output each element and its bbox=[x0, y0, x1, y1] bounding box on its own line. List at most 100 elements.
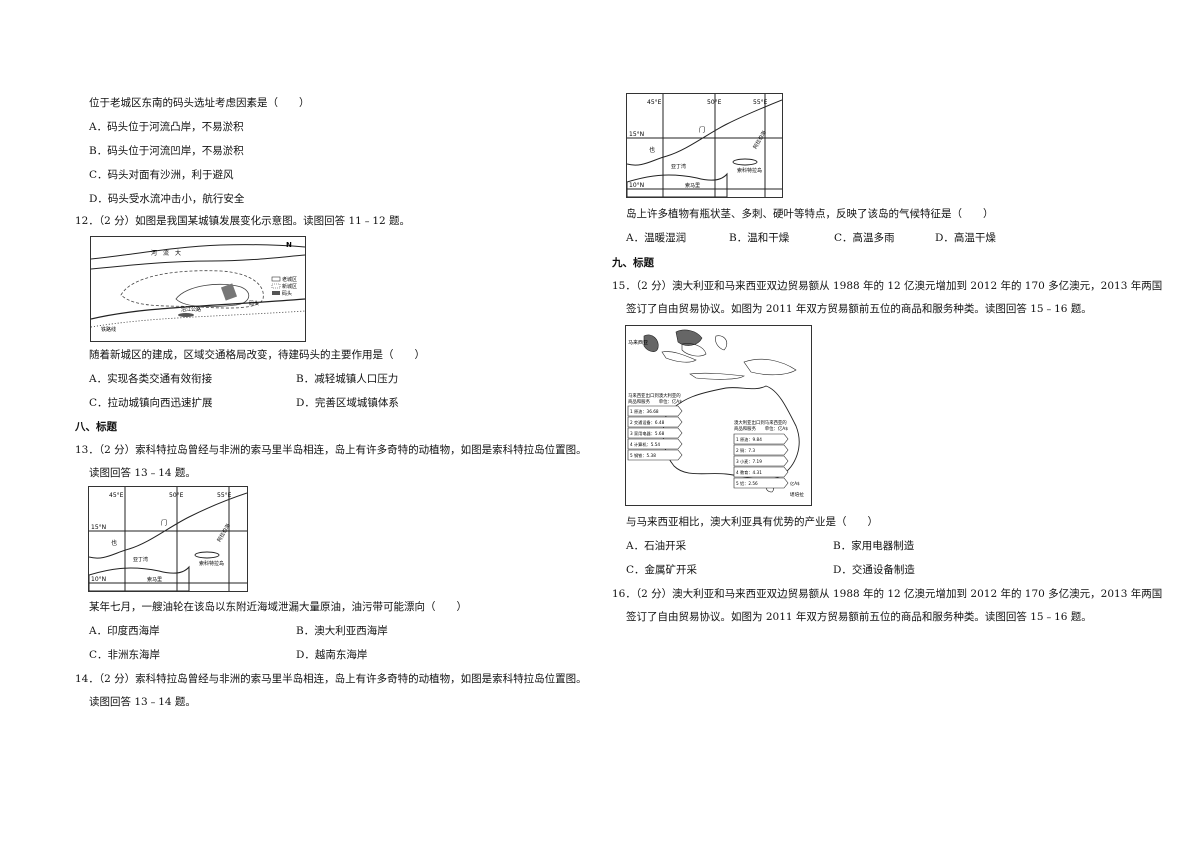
box1-item-1: 1 原油：36.68 bbox=[630, 408, 659, 415]
q12-option-d: D．完善区域城镇体系 bbox=[296, 397, 399, 409]
legend-new-label: 新城区 bbox=[282, 283, 297, 290]
town-development-map: 河 流 大 铁路线 沿江公路 码头 N 老城区 新城区 码头 bbox=[90, 236, 306, 342]
q13-option-b: B．澳大利亚西海岸 bbox=[296, 625, 388, 637]
socotra-map-2: 45°E 50°E 55°E 15°N 10°N 也 门 亚丁湾 索科特拉岛 索… bbox=[626, 93, 783, 198]
new-town-outline bbox=[120, 270, 264, 309]
socotra-map-1: 45°E 50°E 55°E 15°N 10°N 也 门 亚丁湾 索科特拉岛 索… bbox=[88, 486, 248, 592]
socotra-label-2: 索科特拉岛 bbox=[737, 167, 762, 174]
q11-option-b: B．码头位于河流凹岸，不易淤积 bbox=[89, 145, 244, 157]
box2-item-3: 3 小麦：7.19 bbox=[736, 458, 762, 465]
trade-map: 马来西亚 马来西亚出口到澳大利亚的 商品和服务 单位：亿A$ 1 原油：36.6… bbox=[625, 325, 812, 506]
q14-option-a: A．温暖湿润 bbox=[626, 232, 687, 244]
somali-coast-2 bbox=[627, 172, 728, 197]
q13-stem-line2: 读图回答 13﹣14 题。 bbox=[89, 467, 196, 479]
q15-stem-line2: 签订了自由贸易协议。如图为 2011 年双方贸易额前五位的商品和服务种类。读图回… bbox=[626, 303, 1092, 315]
somalia-label: 索马里 bbox=[147, 576, 162, 583]
q13-stem-line1: 13．（2 分）索科特拉岛曾经与非洲的索马里半岛相连，岛上有许多奇特的动植物，如… bbox=[75, 444, 587, 456]
box1-item-3: 3 家用电器：5.68 bbox=[630, 430, 665, 437]
old-town-block bbox=[220, 283, 238, 301]
lon-50-label: 50°E bbox=[169, 492, 184, 499]
q13-option-a: A．印度西海岸 bbox=[89, 625, 160, 637]
arabian-coast bbox=[89, 492, 247, 559]
sulawesi bbox=[715, 335, 728, 351]
q16-stem-line1: 16．（2 分）澳大利亚和马来西亚双边贸易额从 1988 年的 12 亿澳元增加… bbox=[612, 588, 1163, 600]
q16-stem-line2: 签订了自由贸易协议。如图为 2011 年双方贸易额前五位的商品和服务种类。读图回… bbox=[626, 611, 1092, 623]
box2-item-2: 2 铜：7.3 bbox=[736, 447, 755, 454]
new-guinea bbox=[743, 358, 797, 376]
box1-item-5: 5 钢铁：5.38 bbox=[630, 452, 656, 459]
arabian-coast-2 bbox=[627, 99, 782, 166]
borneo-south bbox=[681, 343, 707, 357]
q11-option-a: A．码头位于河流凸岸，不易淤积 bbox=[89, 121, 244, 133]
q12-option-c: C．拉动城镇向西迅速扩展 bbox=[89, 397, 213, 409]
yemen-label-1: 也 bbox=[111, 539, 117, 547]
gulf-aden-label-2: 亚丁湾 bbox=[671, 163, 686, 170]
q11-option-d: D．码头受水流冲击小，航行安全 bbox=[89, 193, 245, 205]
q14-option-d: D．高温干燥 bbox=[935, 232, 996, 244]
q13-question: 某年七月，一艘油轮在该岛以东附近海域泄漏大量原油，油污带可能漂向（ ） bbox=[89, 601, 467, 613]
box1-subtitle: 商品和服务 单位：亿A$ bbox=[628, 398, 682, 405]
legend-dock-swatch bbox=[272, 291, 280, 295]
lat-10-label-2: 10°N bbox=[629, 182, 644, 189]
box2-item-5: 5 铝：2.56 bbox=[736, 480, 758, 487]
lon-55-label-2: 55°E bbox=[753, 99, 768, 106]
rail-label: 铁路线 bbox=[101, 326, 116, 333]
q12-stem: 12．（2 分）如图是我国某城镇发展变化示意图。读图回答 11﹣12 题。 bbox=[75, 215, 411, 227]
q12-option-a: A．实现各类交通有效衔接 bbox=[89, 373, 213, 385]
legend-new-swatch bbox=[271, 283, 281, 289]
lat-15-label: 15°N bbox=[91, 524, 106, 531]
section-9-heading: 九、标题 bbox=[612, 257, 654, 269]
yemen-label-2: 门 bbox=[161, 519, 167, 527]
sumatra bbox=[661, 351, 697, 363]
lat-10-label: 10°N bbox=[91, 576, 106, 583]
q15-option-c: C．金属矿开采 bbox=[626, 564, 698, 576]
q15-question: 与马来西亚相比，澳大利亚具有优势的产业是（ ） bbox=[626, 516, 878, 528]
q15-option-d: D．交通设备制造 bbox=[833, 564, 915, 576]
lon-55-label: 55°E bbox=[217, 492, 232, 499]
box2-item-4: 4 教育：4.31 bbox=[736, 469, 762, 476]
dock-label: 码头 bbox=[249, 300, 259, 307]
canberra-label: 堪培拉 bbox=[790, 491, 804, 498]
q13-option-c: C．非洲东海岸 bbox=[89, 649, 161, 661]
gulf-aden-label: 亚丁湾 bbox=[133, 556, 148, 563]
java-chain bbox=[689, 372, 745, 380]
box2-unit-note: 亿A$ bbox=[790, 480, 800, 487]
box1-item-2: 2 交通设备：6.48 bbox=[630, 419, 665, 426]
lat-15-label-2: 15°N bbox=[629, 131, 644, 138]
socotra-label: 索科特拉岛 bbox=[199, 560, 224, 567]
sandbar bbox=[178, 313, 194, 317]
somalia-label-2: 索马里 bbox=[685, 182, 700, 189]
q14-option-c: C．高温多雨 bbox=[834, 232, 895, 244]
q12-option-b: B．减轻城镇人口压力 bbox=[296, 373, 399, 385]
q13-option-d: D．越南东海岸 bbox=[296, 649, 368, 661]
lon-45-label: 45°E bbox=[109, 492, 124, 499]
socotra-island-2 bbox=[732, 158, 758, 166]
q11-option-c: C．码头对面有沙洲，利于避风 bbox=[89, 169, 234, 181]
box1-bars bbox=[627, 405, 683, 461]
borneo-north bbox=[675, 329, 703, 346]
malaysia-label: 马来西亚 bbox=[628, 339, 648, 346]
legend-dock-label: 码头 bbox=[282, 290, 292, 297]
lon-50-label-2: 50°E bbox=[707, 99, 722, 106]
lon-45-label-2: 45°E bbox=[647, 99, 662, 106]
river-label: 河 流 大 bbox=[151, 249, 181, 257]
q12-question: 随着新城区的建成，区域交通格局改变，待建码头的主要作用是（ ） bbox=[89, 349, 425, 361]
australia-outline bbox=[662, 385, 800, 480]
box2-title: 澳大利亚出口到马来西亚的 bbox=[734, 419, 787, 426]
box1-title: 马来西亚出口到澳大利亚的 bbox=[628, 392, 681, 399]
legend-old-swatch bbox=[271, 276, 281, 282]
box2-bars bbox=[733, 433, 789, 489]
somali-coast bbox=[89, 565, 190, 591]
q15-stem-line1: 15．（2 分）澳大利亚和马来西亚双边贸易额从 1988 年的 12 亿澳元增加… bbox=[612, 280, 1163, 292]
section-8-heading: 八、标题 bbox=[75, 421, 117, 433]
q11-stem: 位于老城区东南的码头选址考虑因素是（ ） bbox=[89, 97, 310, 109]
socotra-island bbox=[194, 551, 220, 559]
q14-stem-line1: 14．（2 分）索科特拉岛曾经与非洲的索马里半岛相连，岛上有许多奇特的动植物，如… bbox=[75, 673, 587, 685]
box2-subtitle: 商品和服务 单位：亿A$ bbox=[734, 425, 788, 432]
box2-item-1: 1 原油：9.84 bbox=[736, 436, 762, 443]
yemen-label-1b: 也 bbox=[649, 146, 655, 154]
road-label: 沿江公路 bbox=[181, 306, 201, 313]
q14-stem-line2: 读图回答 13﹣14 题。 bbox=[89, 696, 196, 708]
legend-old-label: 老城区 bbox=[282, 276, 297, 283]
q14-question: 岛上许多植物有瓶状茎、多刺、硬叶等特点，反映了该岛的气候特征是（ ） bbox=[626, 208, 994, 220]
